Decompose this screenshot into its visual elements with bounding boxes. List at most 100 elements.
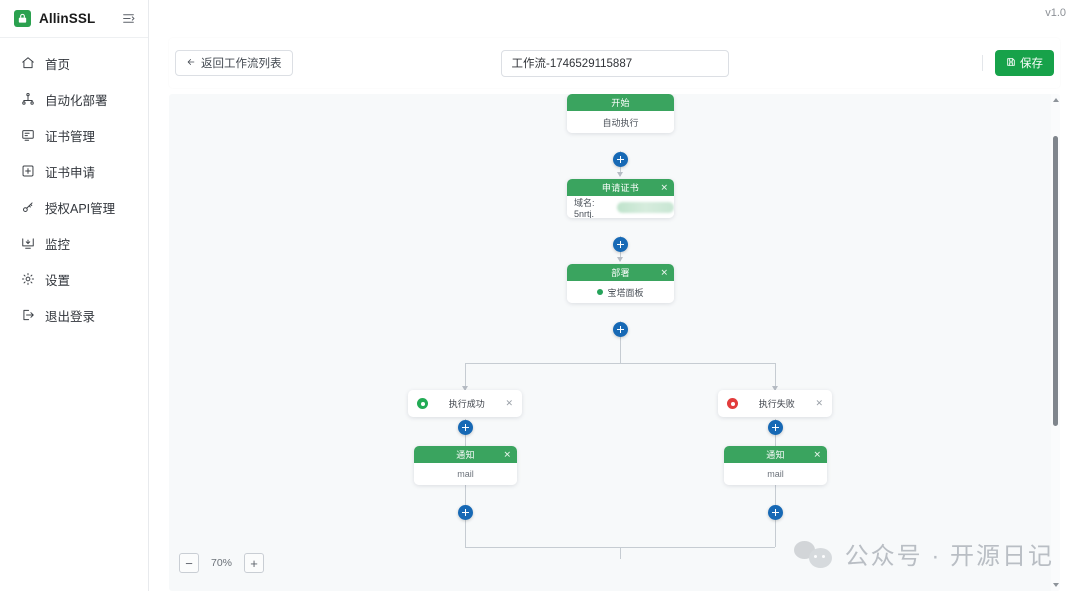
node-title: 部署 [611,268,630,278]
lock-icon [14,10,31,27]
zoom-percent-label: 70% [211,557,233,569]
sidebar-item-home[interactable]: 首页 [0,45,148,81]
node-header: 申请证书 ✕ [567,179,674,196]
node-domain-text: 域名: 5nrtj. [574,197,595,219]
node-branch-label: 执行成功 [448,399,485,409]
sidebar-item-automation[interactable]: 自动化部署 [0,81,148,117]
save-button[interactable]: 保存 [995,50,1054,76]
sidebar-item-label: 授权API管理 [45,201,116,216]
save-button-label: 保存 [1020,58,1043,70]
arrow-left-icon [186,57,196,70]
node-body: 自动执行 [567,111,674,133]
sidebar-item-label: 设置 [45,273,71,288]
sidebar-item-label: 退出登录 [45,309,96,324]
close-icon[interactable]: ✕ [813,449,821,459]
scroll-up-arrow-icon[interactable] [1052,98,1059,102]
connector-arrow [617,172,623,177]
node-apply-certificate[interactable]: 申请证书 ✕ 域名: 5nrtj. [567,179,674,218]
toolbar-divider [982,55,983,71]
sidebar-item-cert-manage[interactable]: 证书管理 [0,117,148,153]
watermark: 公众号 · 开源日记 [793,536,1054,571]
canvas-scrollbar[interactable] [1051,94,1060,591]
add-node-button[interactable] [458,420,473,435]
sidebar-item-label: 监控 [45,237,71,252]
zoom-out-button[interactable]: − [179,553,199,573]
menu-collapse-icon[interactable] [120,11,136,27]
add-node-button[interactable] [768,420,783,435]
toolbar-right-group: 保存 [982,50,1060,76]
logout-icon [20,308,35,323]
node-deploy[interactable]: 部署 ✕ 宝塔面板 [567,264,674,303]
node-body: mail [414,463,517,485]
sidebar-item-settings[interactable]: 设置 [0,261,148,297]
add-node-button[interactable] [613,322,628,337]
redacted-domain [616,201,674,213]
node-body: 域名: 5nrtj. [567,196,674,218]
connector-branch-right [775,363,776,390]
scroll-down-arrow-icon[interactable] [1052,583,1059,587]
add-node-button[interactable] [458,505,473,520]
plus-square-icon [20,164,35,179]
plus-icon: + [250,555,258,571]
node-branch-label: 执行失败 [758,399,795,409]
minus-icon: − [185,555,193,571]
sidebar-item-monitor[interactable]: 监控 [0,225,148,261]
node-header: 通知 ✕ [724,446,827,463]
sidebar-item-label: 自动化部署 [45,93,108,108]
add-node-button[interactable] [768,505,783,520]
certificate-icon [20,128,35,143]
home-icon [20,56,35,71]
node-branch-fail[interactable]: 执行失败 ✕ [718,390,832,417]
bt-panel-icon [597,289,604,295]
sidebar-item-api-auth[interactable]: 授权API管理 [0,189,148,225]
node-start[interactable]: 开始 自动执行 [567,94,674,133]
node-body-text: mail [767,469,784,479]
workflow-canvas-surface[interactable]: 开始 自动执行 申请证书 ✕ 域名: 5nrtj. [169,94,1060,591]
topbar: v1.0 [149,0,1080,30]
error-circle-icon [727,398,738,409]
connector-arrow [462,386,468,391]
close-icon[interactable]: ✕ [815,398,823,408]
sidebar: AllinSSL 首页 [0,0,149,591]
connector-arrow [772,386,778,391]
scrollbar-thumb[interactable] [1053,136,1058,426]
sidebar-item-logout[interactable]: 退出登录 [0,297,148,333]
workflow-name-input[interactable] [500,49,729,77]
gear-icon [20,272,35,287]
close-icon[interactable]: ✕ [660,267,668,277]
node-header: 部署 ✕ [567,264,674,281]
node-title: 通知 [766,450,785,460]
node-body-text: 宝塔面板 [607,287,644,298]
main-area: v1.0 返回工作流列表 [149,0,1080,591]
node-title: 通知 [456,450,475,460]
workflow-canvas[interactable]: 开始 自动执行 申请证书 ✕ 域名: 5nrtj. [169,94,1060,591]
sidebar-nav: 首页 自动化部署 证书管理 [0,38,148,333]
add-node-button[interactable] [613,152,628,167]
node-body: 宝塔面板 [567,281,674,303]
workflow-toolbar: 返回工作流列表 保存 [169,38,1060,88]
wechat-icon [793,539,836,569]
sidebar-item-label: 证书申请 [45,165,96,180]
zoom-in-button[interactable]: + [244,553,265,573]
monitor-icon [20,236,35,251]
node-header: 通知 ✕ [414,446,517,463]
key-icon [20,200,35,215]
sidebar-item-label: 证书管理 [45,129,96,144]
node-notify-success[interactable]: 通知 ✕ mail [414,446,517,485]
back-to-workflow-list-button[interactable]: 返回工作流列表 [175,50,293,76]
close-icon[interactable]: ✕ [505,398,513,408]
close-icon[interactable]: ✕ [503,449,511,459]
node-notify-fail[interactable]: 通知 ✕ mail [724,446,827,485]
add-node-button[interactable] [613,237,628,252]
connector-branch-left [465,363,466,390]
sidebar-item-cert-apply[interactable]: 证书申请 [0,153,148,189]
node-body: mail [724,463,827,485]
brand-header: AllinSSL [0,0,148,38]
node-branch-success[interactable]: 执行成功 ✕ [408,390,522,417]
brand-name: AllinSSL [39,11,96,26]
node-header: 开始 [567,94,674,111]
close-icon[interactable]: ✕ [660,182,668,192]
version-label: v1.0 [1045,7,1066,19]
node-body-text: mail [457,469,474,479]
sidebar-item-label: 首页 [45,57,71,72]
